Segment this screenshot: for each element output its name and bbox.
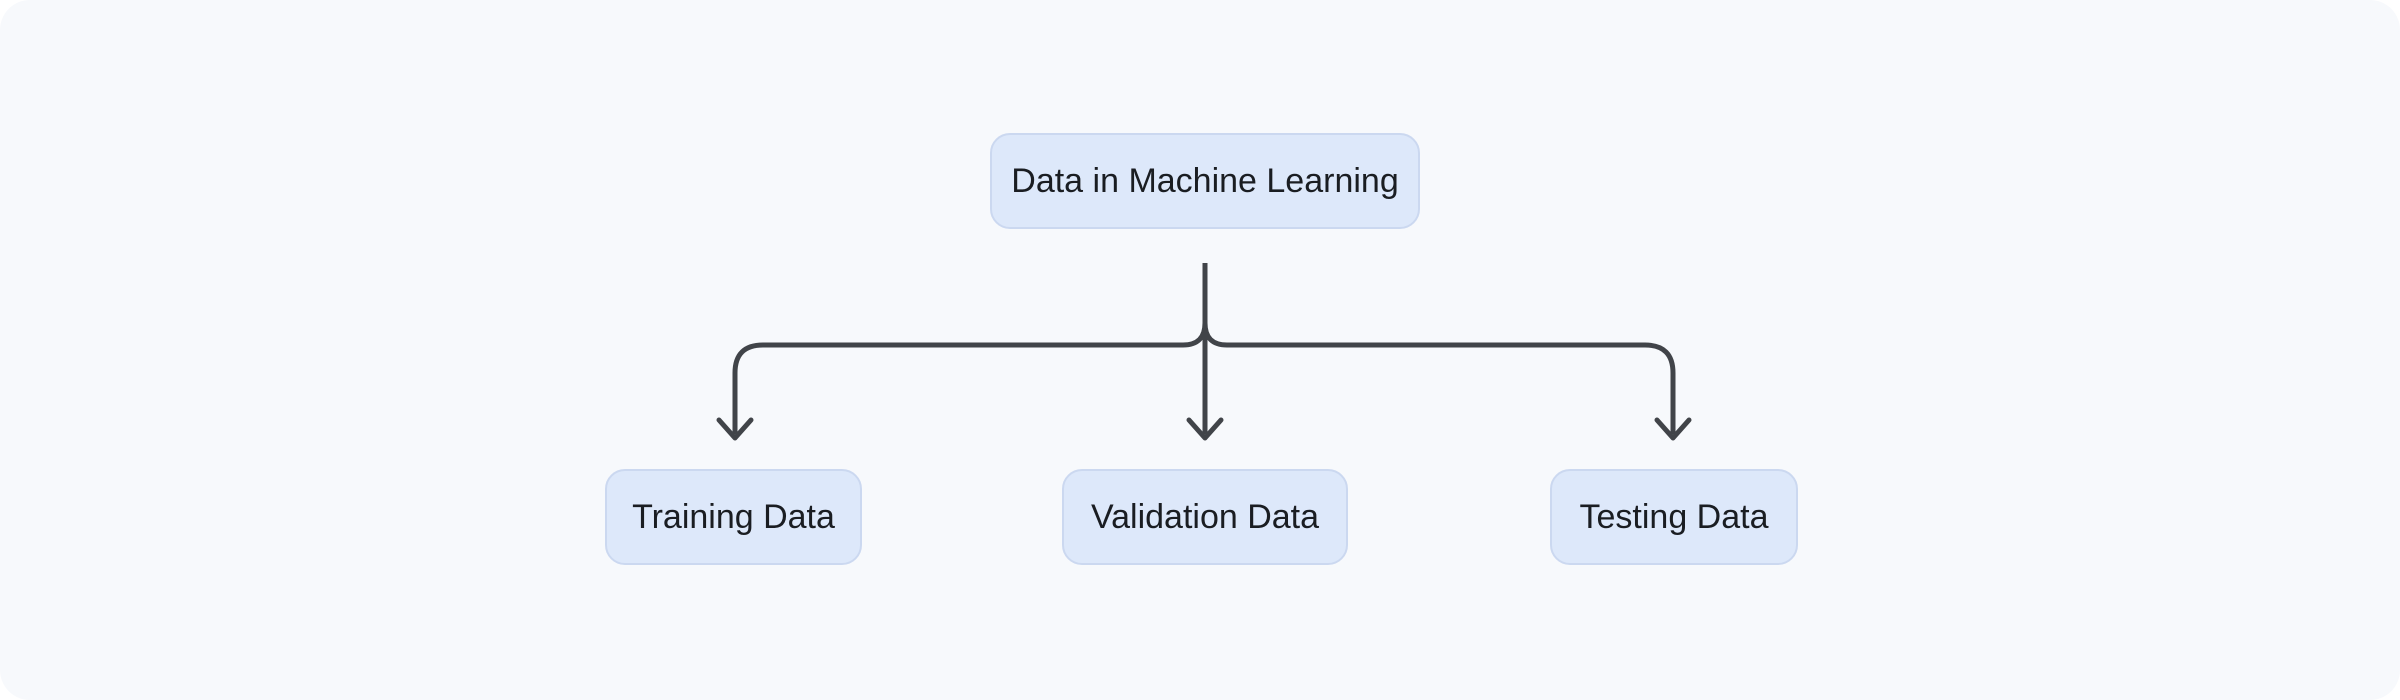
node-validation-data: Validation Data xyxy=(1062,469,1348,565)
node-training-data: Training Data xyxy=(605,469,862,565)
arrowhead-testing xyxy=(1654,417,1692,441)
arrowhead-validation xyxy=(1186,417,1224,441)
node-data-in-machine-learning: Data in Machine Learning xyxy=(990,133,1420,229)
arrowhead-training xyxy=(716,417,754,441)
edge-root-to-training xyxy=(732,322,1208,434)
edge-root-to-testing xyxy=(1202,322,1676,434)
node-testing-data: Testing Data xyxy=(1550,469,1798,565)
